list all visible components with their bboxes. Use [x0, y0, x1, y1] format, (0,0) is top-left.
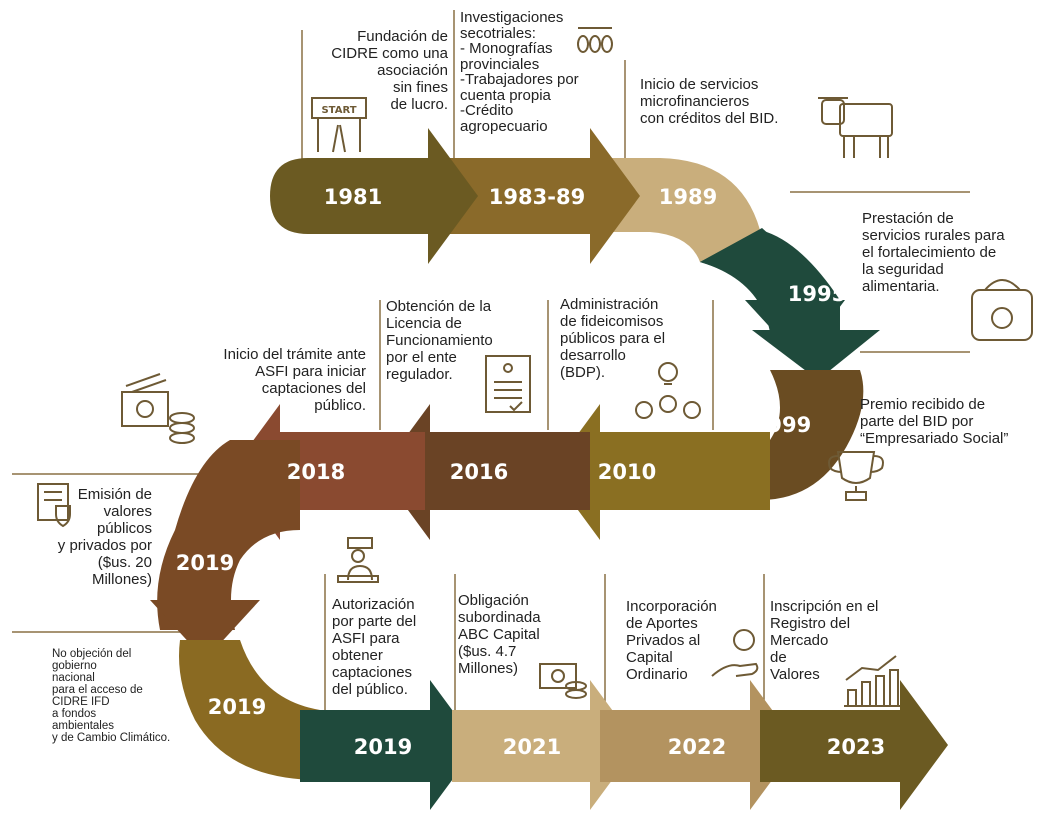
- milestone-2022-text: Incorporación de Aportes Privados al Cap…: [626, 598, 717, 683]
- milestone-2010-text: Administración de fideicomisos públicos …: [560, 296, 666, 381]
- connector-lines: [12, 10, 970, 710]
- lightbulb-gears-icon: [635, 362, 701, 419]
- milestone-2019b-text: No objeción del gobierno nacional para e…: [52, 648, 171, 744]
- arrow-1981: [270, 128, 478, 264]
- arrow-1995-body: [700, 230, 840, 332]
- arrow-1989: [600, 158, 760, 262]
- year-1999: 1999: [753, 413, 811, 437]
- arrow-2023: [760, 680, 948, 810]
- arrow-2010: [550, 404, 770, 540]
- milestone-2019c-text: Autorización por parte del ASFI para obt…: [332, 596, 417, 698]
- arrow-2021: [452, 680, 638, 810]
- arrow-2016: [380, 404, 590, 540]
- milestone-1981-text: Fundación de CIDRE como una asociación s…: [331, 28, 448, 113]
- cash-coins-icon-2: [539, 663, 587, 699]
- growth-chart-icon: [844, 655, 900, 707]
- food-basket-icon: [971, 279, 1033, 341]
- milestone-2019a-text: Emisión de valores públicos y privados p…: [57, 486, 152, 588]
- arrow-2019c: [300, 680, 478, 810]
- arrow-1983: [440, 128, 640, 264]
- meeting-icon: [337, 537, 379, 583]
- milestone-2016-text: Obtención de la Licencia de Funcionamien…: [386, 298, 493, 383]
- year-2018: 2018: [287, 460, 345, 484]
- year-1981: 1981: [324, 185, 382, 209]
- year-1995: 1995: [788, 282, 846, 306]
- cash-coins-icon: [121, 373, 195, 444]
- shield-document-icon: [37, 483, 71, 528]
- milestone-2018-text: Inicio del trámite ante ASFI para inicia…: [223, 346, 366, 414]
- year-2010: 2010: [598, 460, 656, 484]
- milestone-1989-text: Inicio de servicios microfinancieros con…: [640, 76, 779, 127]
- milestone-1995-text: Prestación de servicios rurales para el …: [862, 210, 1005, 295]
- year-2022: 2022: [668, 735, 726, 759]
- year-2019-b: 2019: [208, 695, 266, 719]
- arrow-2019b: [179, 640, 320, 780]
- arrow-1995-tip: [752, 330, 880, 380]
- year-2021: 2021: [503, 735, 561, 759]
- milestone-1999-text: Premio recibido de parte del BID por “Em…: [860, 396, 1009, 447]
- trophy-icon: [828, 451, 884, 501]
- year-2019-a: 2019: [176, 551, 234, 575]
- start-sign-icon: START: [311, 97, 367, 153]
- milestone-2021-text: Obligación subordinada ABC Capital ($us.…: [458, 592, 541, 677]
- year-2019-c: 2019: [354, 735, 412, 759]
- cow-icon: [818, 97, 893, 158]
- milestone-2023-text: Inscripción en el Registro del Mercado d…: [770, 598, 879, 683]
- arrow-2022: [600, 680, 798, 810]
- plants-icon: [577, 27, 613, 53]
- year-1989: 1989: [659, 185, 717, 209]
- hand-coin-icon: [711, 629, 759, 677]
- svg-text:START: START: [321, 105, 356, 116]
- license-document-icon: [485, 355, 531, 413]
- arrow-2019a: [157, 440, 300, 630]
- arrow-2019a-tip: [150, 600, 260, 660]
- milestone-1983-text: Investigaciones secotriales: - Monografí…: [460, 9, 579, 135]
- year-1983-89: 1983-89: [489, 185, 585, 209]
- year-2016: 2016: [450, 460, 508, 484]
- year-2023: 2023: [827, 735, 885, 759]
